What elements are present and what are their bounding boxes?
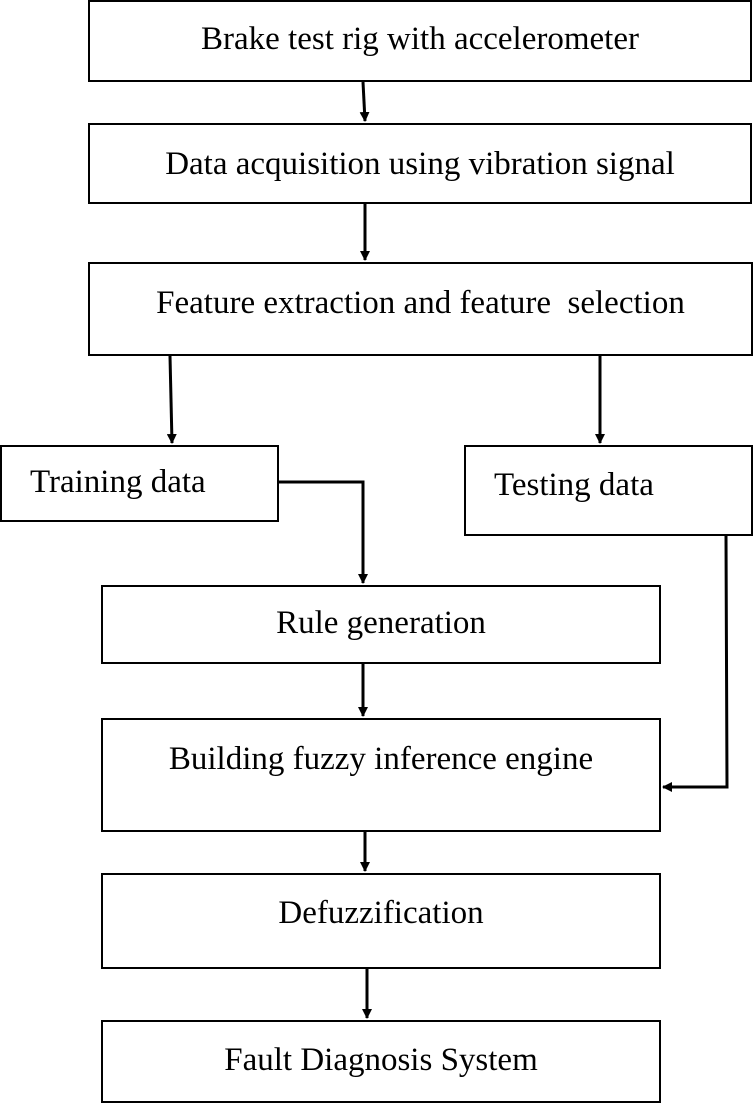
box-fuzzy-inference-engine: Building fuzzy inference engine <box>101 718 661 832</box>
box-fault-diagnosis-system: Fault Diagnosis System <box>101 1020 661 1103</box>
box-fault-diagnosis-system-label: Fault Diagnosis System <box>224 1042 538 1078</box>
box-testing-data-label: Testing data <box>494 467 654 503</box>
box-feature-extraction-label: Feature extraction and feature selection <box>156 285 685 321</box>
box-defuzzification-label: Defuzzification <box>278 895 484 931</box>
box-rule-generation-label: Rule generation <box>276 605 486 641</box>
arrow-brake-rig-to-data-acquisition <box>359 81 370 122</box>
arrow-feature-extraction-to-training-data <box>166 355 177 444</box>
arrow-training-data-to-rule-generation <box>279 480 368 584</box>
box-brake-test-rig: Brake test rig with accelerometer <box>88 0 752 82</box>
box-brake-test-rig-label: Brake test rig with accelerometer <box>201 21 639 57</box>
box-testing-data: Testing data <box>464 445 753 536</box>
box-fuzzy-inference-engine-label: Building fuzzy inference engine <box>168 741 594 777</box>
box-data-acquisition: Data acquisition using vibration signal <box>88 123 752 204</box>
box-data-acquisition-label: Data acquisition using vibration signal <box>165 146 675 182</box>
box-defuzzification: Defuzzification <box>101 873 661 969</box>
arrow-testing-data-to-fuzzy-inference <box>662 535 729 792</box>
box-training-data: Training data <box>0 445 279 522</box>
box-training-data-label: Training data <box>30 464 206 500</box>
box-feature-extraction: Feature extraction and feature selection <box>88 262 753 356</box>
box-rule-generation: Rule generation <box>101 585 661 664</box>
